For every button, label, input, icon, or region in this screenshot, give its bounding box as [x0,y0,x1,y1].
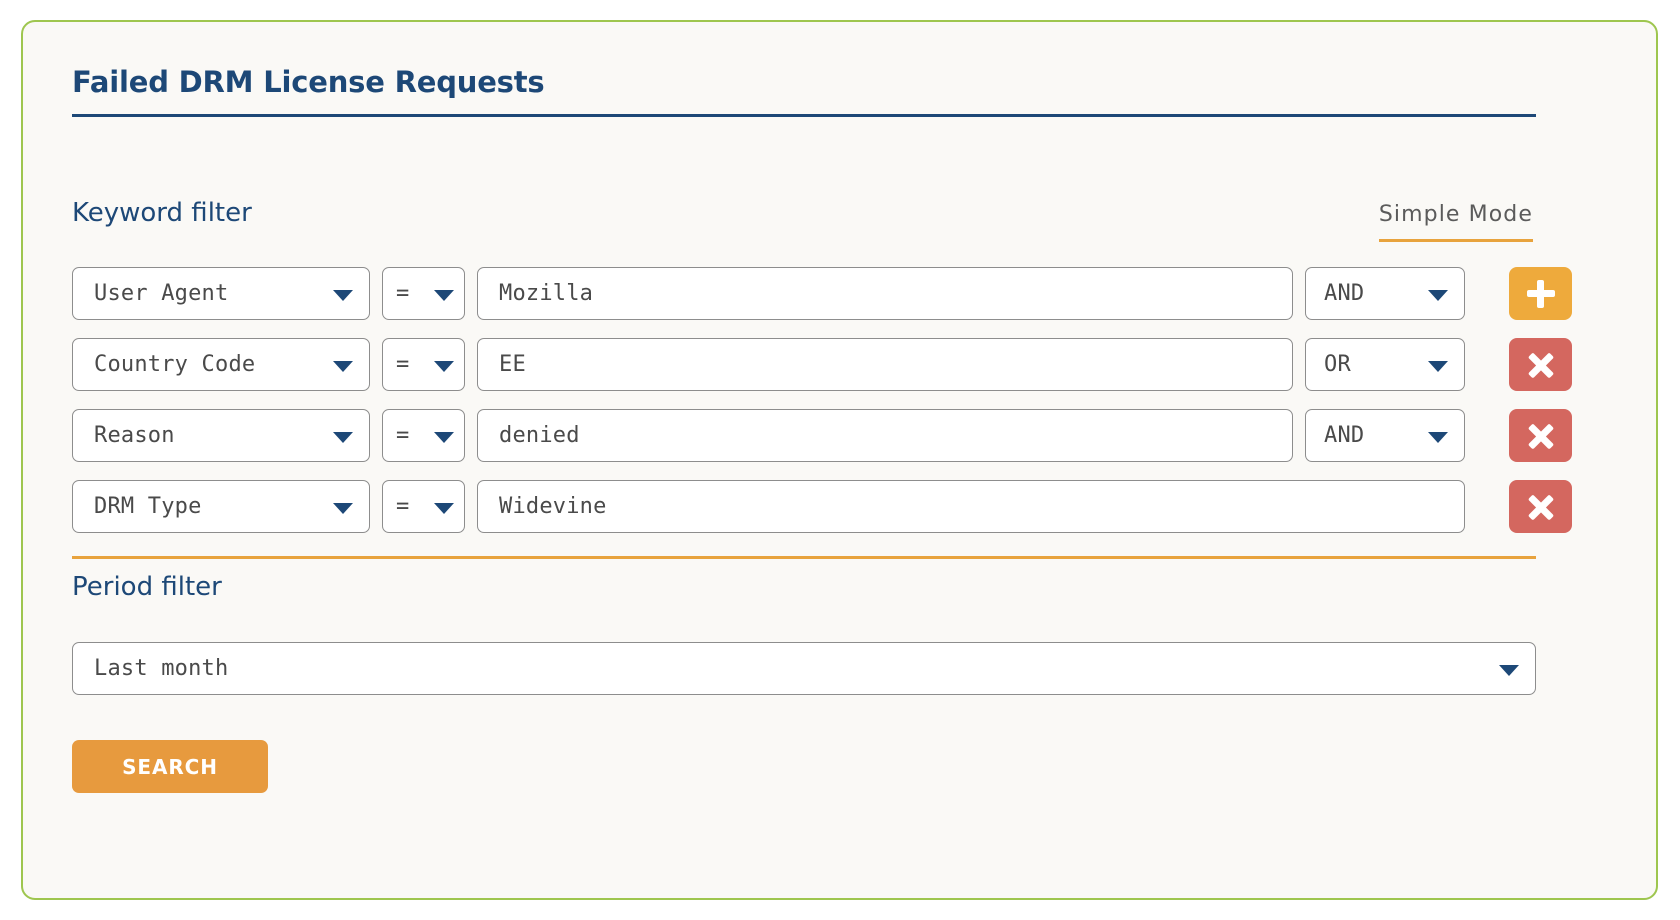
chevron-down-icon [1428,431,1448,443]
value-input[interactable]: Mozilla [477,267,1293,320]
field-select[interactable]: Reason [72,409,370,462]
value-input-text: denied [499,423,580,448]
chevron-down-icon [1428,360,1448,372]
value-input[interactable]: Widevine [477,480,1465,533]
remove-filter-row-button[interactable] [1509,409,1572,462]
boolean-select[interactable]: OR [1305,338,1465,391]
chevron-down-icon [333,502,353,514]
period-select[interactable]: Last month [72,642,1536,695]
period-filter-label: Period filter [72,572,222,602]
operator-select-value: = [396,281,410,306]
chevron-down-icon [1428,289,1448,301]
field-select[interactable]: Country Code [72,338,370,391]
operator-select[interactable]: = [382,338,465,391]
field-select[interactable]: User Agent [72,267,370,320]
filter-row: Country Code = EE OR [72,338,1572,391]
page-title-wrap: Failed DRM License Requests [72,68,1536,117]
filter-row: User Agent = Mozilla AND [72,267,1572,320]
filter-card: Failed DRM License Requests Keyword filt… [21,20,1658,900]
search-button[interactable]: SEARCH [72,740,268,793]
chevron-down-icon [434,360,454,372]
value-input[interactable]: EE [477,338,1293,391]
boolean-select[interactable]: AND [1305,409,1465,462]
section-divider [72,556,1536,559]
keyword-filter-header: Keyword filter Simple Mode [72,197,1536,243]
chevron-down-icon [434,431,454,443]
boolean-select-value: AND [1324,281,1365,306]
field-select-value: User Agent [94,281,229,306]
operator-select[interactable]: = [382,267,465,320]
operator-select[interactable]: = [382,409,465,462]
remove-filter-row-button[interactable] [1509,480,1572,533]
close-icon [1527,493,1555,521]
field-select-value: Reason [94,423,175,448]
add-filter-row-button[interactable] [1509,267,1572,320]
close-icon [1527,422,1555,450]
operator-select-value: = [396,352,410,377]
field-select-value: Country Code [94,352,256,377]
chevron-down-icon [434,502,454,514]
value-input-text: Widevine [499,494,607,519]
chevron-down-icon [333,289,353,301]
chevron-down-icon [434,289,454,301]
field-select-value: DRM Type [94,494,202,519]
chevron-down-icon [333,360,353,372]
boolean-select-value: OR [1324,352,1351,377]
plus-icon [1526,279,1555,308]
chevron-down-icon [333,431,353,443]
keyword-filter-rows: User Agent = Mozilla AND [72,267,1572,551]
operator-select-value: = [396,423,410,448]
value-input-text: Mozilla [499,281,594,306]
page-title: Failed DRM License Requests [72,68,1536,117]
value-input[interactable]: denied [477,409,1293,462]
operator-select[interactable]: = [382,480,465,533]
close-icon [1527,351,1555,379]
chevron-down-icon [1499,664,1519,676]
simple-mode-toggle[interactable]: Simple Mode [1378,202,1533,243]
boolean-select-value: AND [1324,423,1365,448]
field-select[interactable]: DRM Type [72,480,370,533]
filter-row: Reason = denied AND [72,409,1572,462]
filter-row: DRM Type = Widevine [72,480,1572,533]
keyword-filter-label: Keyword filter [72,198,252,228]
operator-select-value: = [396,494,410,519]
period-select-value: Last month [94,656,229,681]
boolean-select[interactable]: AND [1305,267,1465,320]
value-input-text: EE [499,352,526,377]
remove-filter-row-button[interactable] [1509,338,1572,391]
